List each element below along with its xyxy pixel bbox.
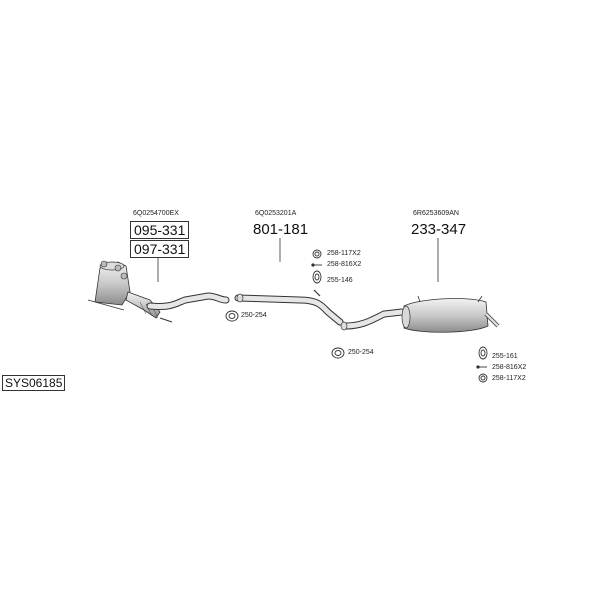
- rear-silencer: [401, 295, 500, 333]
- bolt-icon: [311, 263, 322, 267]
- rear-gasket-label[interactable]: 258-117X2: [492, 375, 526, 382]
- middle-gasket-label[interactable]: 258-117X2: [327, 250, 361, 257]
- pipe-clamp-icon: [225, 310, 239, 322]
- middle-oem-number: 6Q0253201A: [255, 210, 297, 217]
- front-part-number[interactable]: 095-331: [130, 221, 190, 239]
- middle-clamp-label[interactable]: 250-254: [348, 349, 374, 356]
- rear-pipe: [340, 308, 406, 331]
- bolt-icon: [476, 365, 487, 369]
- front-clamp-label[interactable]: 250-254: [241, 312, 267, 319]
- pipe-clamp-icon: [331, 347, 345, 359]
- middle-part-number[interactable]: 801-181: [253, 221, 309, 238]
- ring-gasket-icon: [312, 249, 322, 259]
- rubber-hanger-icon: [478, 346, 488, 360]
- rubber-hanger-icon: [312, 270, 322, 284]
- middle-hanger-label[interactable]: 255-146: [327, 277, 353, 284]
- front-oem-number: 6Q0254700EX: [133, 210, 179, 217]
- middle-pipe: [234, 289, 344, 326]
- front-pipe: [146, 292, 230, 310]
- rear-bolt-label[interactable]: 258-816X2: [492, 364, 527, 371]
- leader-lines: [157, 238, 439, 282]
- system-code: SYS06185: [2, 375, 66, 391]
- ring-gasket-icon: [478, 373, 488, 383]
- rear-hanger-label[interactable]: 255-161: [492, 353, 518, 360]
- middle-bolt-label[interactable]: 258-816X2: [327, 261, 362, 268]
- front-catalytic-converter: [87, 260, 173, 323]
- rear-part-number[interactable]: 233-347: [411, 221, 467, 238]
- rear-oem-number: 6R6253609AN: [413, 210, 459, 217]
- front-part-number-alt[interactable]: 097-331: [130, 240, 190, 258]
